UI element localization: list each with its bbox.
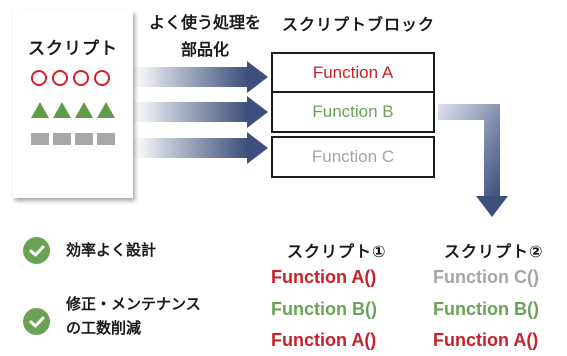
- benefit-2-line1: 修正・メンテナンス: [66, 295, 201, 313]
- script-2-call-2: Function B(): [433, 299, 539, 319]
- script-block-label: スクリプトブロック: [282, 15, 436, 34]
- square-icon: [53, 133, 71, 145]
- script-1-call-3: Function A(): [271, 330, 377, 350]
- check-icon: [23, 237, 50, 264]
- triangle-icon: [53, 102, 71, 118]
- script-2-call-3: Function A(): [433, 330, 539, 350]
- reuse-label: よく使う処理を 部品化: [140, 9, 270, 63]
- benefit-efficient-design: 効率よく設計: [66, 238, 156, 262]
- triangle-icon: [97, 102, 115, 118]
- circle-icon: [73, 70, 89, 86]
- circle-icon: [52, 70, 68, 86]
- reuse-label-line1: よく使う処理を: [148, 13, 261, 32]
- reuse-label-line2: 部品化: [180, 40, 229, 59]
- script-document-title: スクリプト: [28, 39, 118, 59]
- script-document: スクリプト: [13, 10, 133, 198]
- function-a-block: Function A: [271, 52, 435, 93]
- circle-icon: [94, 70, 110, 86]
- arrow-to-function-c: [118, 132, 268, 164]
- arrow-to-function-a: [118, 61, 268, 93]
- benefit-1-line1: 効率よく設計: [66, 241, 157, 259]
- triangle-icon: [31, 102, 49, 118]
- triangle-icon: [75, 102, 93, 118]
- square-icon: [75, 133, 93, 145]
- script-2-call-1: Function C(): [433, 267, 539, 287]
- script-2-title: スクリプト②: [444, 242, 544, 261]
- square-icon: [31, 133, 49, 145]
- check-icon: [23, 308, 50, 335]
- circle-icon: [31, 70, 47, 86]
- script-1-title: スクリプト①: [287, 242, 387, 261]
- elbow-arrow-to-scripts: [438, 104, 508, 217]
- benefit-maintenance-reduction: 修正・メンテナンス の工数削減: [66, 292, 201, 340]
- square-icon: [97, 133, 115, 145]
- script-1-call-2: Function B(): [271, 299, 377, 319]
- triangle-shapes-row: [31, 102, 115, 118]
- function-b-block: Function B: [271, 92, 435, 133]
- square-shapes-row: [31, 133, 115, 145]
- arrow-to-function-b: [118, 96, 268, 128]
- script-1-call-1: Function A(): [271, 267, 377, 287]
- function-c-block: Function C: [271, 136, 435, 178]
- circle-shapes-row: [31, 70, 112, 86]
- benefit-2-line2: の工数削減: [66, 319, 142, 337]
